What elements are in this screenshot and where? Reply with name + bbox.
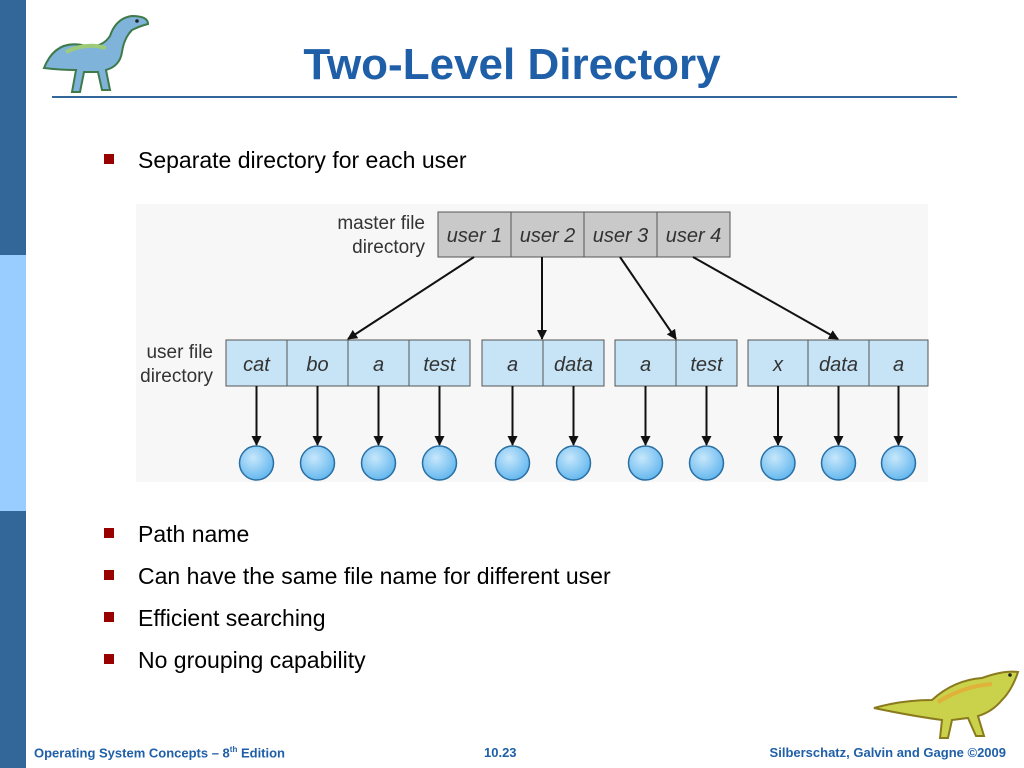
master-to-user4-arrow (692, 256, 839, 340)
master-file-directory-label-line1: master file (337, 213, 425, 234)
user2-directory: a data (481, 339, 605, 387)
left-accent-bar-light (0, 255, 26, 511)
bottom-bullet-list: Path name Can have the same file name fo… (100, 520, 611, 688)
file-node (299, 445, 336, 481)
footer-book-title-main: Operating System Concepts – 8 (34, 745, 230, 761)
page-number: 10.23 (484, 745, 517, 760)
user4-directory: x data a (747, 339, 929, 387)
master-to-user3-arrow (619, 256, 677, 340)
bullet-square-icon (104, 570, 114, 580)
bullet-text: No grouping capability (138, 647, 366, 673)
file-entry-data: data (554, 354, 593, 376)
file-entry-cat: cat (243, 354, 271, 376)
bullet-text: Path name (138, 521, 250, 547)
bullet-item: Efficient searching (100, 604, 611, 646)
master-entry-user-2: user 2 (520, 225, 576, 247)
user-file-directory-label-line1: user file (146, 342, 213, 363)
file-node (555, 445, 592, 481)
footer-book-title-superscript: th (229, 745, 238, 754)
user1-directory: cat bo a test (225, 339, 471, 387)
file-node (421, 445, 458, 481)
file-entry-bo: bo (306, 354, 328, 376)
top-bullet-list: Separate directory for each user (100, 146, 467, 188)
bullet-text: Can have the same file name for differen… (138, 563, 611, 589)
bullet-item: Separate directory for each user (100, 146, 467, 188)
footer-book-title: Operating System Concepts – 8th Edition (34, 745, 285, 760)
footer-authors: Silberschatz, Galvin and Gagne ©2009 (769, 745, 1006, 760)
file-entry-a: a (373, 354, 384, 376)
file-entry-a: a (640, 354, 651, 376)
file-node (494, 445, 531, 481)
file-node (238, 445, 275, 481)
bullet-square-icon (104, 612, 114, 622)
file-entry-a: a (893, 354, 904, 376)
file-node (820, 445, 857, 481)
file-entry-x: x (772, 354, 784, 376)
master-file-directory-label-line2: directory (352, 237, 425, 258)
slide-title: Two-Level Directory (303, 40, 721, 89)
master-entry-user-4: user 4 (666, 225, 722, 247)
file-pointer-arrows (251, 386, 904, 446)
dinosaur-icon (42, 14, 150, 93)
file-entry-a: a (507, 354, 518, 376)
title-underline (52, 96, 957, 98)
user3-directory: a test (614, 339, 738, 387)
master-entry-user-1: user 1 (447, 225, 503, 247)
left-accent-bar (0, 0, 26, 768)
bullet-item: No grouping capability (100, 646, 611, 688)
bullet-item: Path name (100, 520, 611, 562)
user-file-directory-label-line2: directory (140, 366, 213, 387)
bullet-text: Separate directory for each user (138, 147, 467, 173)
file-entry-test: test (690, 354, 724, 376)
bullet-square-icon (104, 528, 114, 538)
file-node (688, 445, 725, 481)
file-node (627, 445, 664, 481)
footer-book-title-suffix: Edition (237, 745, 286, 761)
master-to-user1-arrow (347, 256, 475, 340)
file-entry-test: test (423, 354, 457, 376)
bullet-square-icon (104, 654, 114, 664)
master-entry-user-3: user 3 (593, 225, 649, 247)
file-nodes (238, 445, 917, 481)
file-entry-data: data (819, 354, 858, 376)
bullet-text: Efficient searching (138, 605, 326, 631)
file-node (760, 445, 796, 481)
file-node (880, 445, 917, 481)
file-node (360, 445, 397, 481)
bullet-square-icon (104, 154, 114, 164)
dinosaur-icon (873, 670, 1020, 739)
bullet-item: Can have the same file name for differen… (100, 562, 611, 604)
